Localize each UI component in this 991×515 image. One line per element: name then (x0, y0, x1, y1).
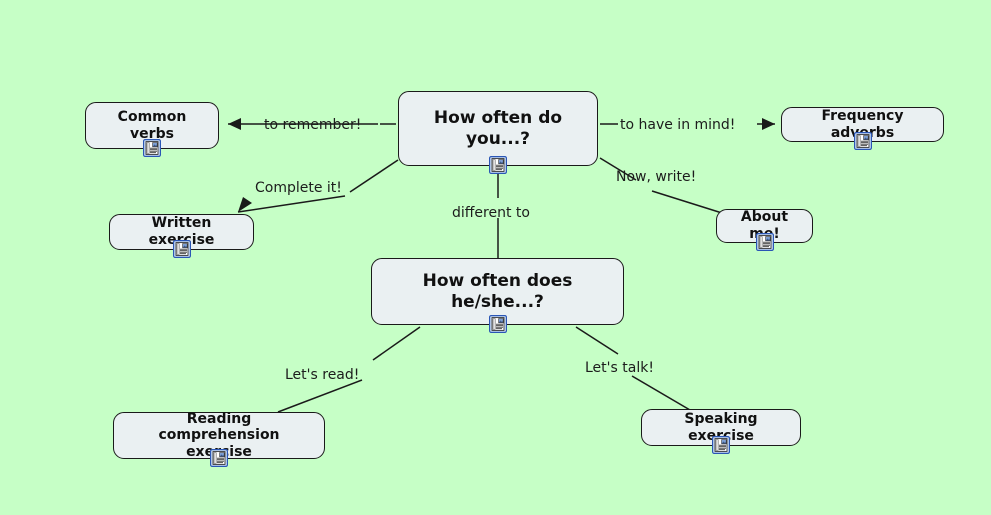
node-frequency-adverbs[interactable]: Frequency adverbs (781, 107, 944, 150)
edge-line (349, 159, 399, 193)
node-label: How often do you...? (433, 108, 563, 149)
edge-line (575, 326, 619, 355)
note-document-icon[interactable] (172, 240, 191, 258)
edge-arrowhead (238, 197, 252, 212)
edge-label-to-remember[interactable]: to remember! (264, 117, 362, 133)
node-label: Speaking exercise (684, 410, 758, 444)
edge-label-now-write[interactable]: Now, write! (616, 169, 697, 185)
edge-label-lets-talk[interactable]: Let's talk! (585, 360, 654, 376)
note-document-icon[interactable] (143, 139, 161, 157)
note-document-icon[interactable] (712, 436, 730, 454)
edge-line (372, 326, 421, 361)
edge-label-to-have-in-mind[interactable]: to have in mind! (620, 117, 736, 133)
node-speaking-exercise[interactable]: Speaking exercise (641, 409, 801, 454)
edge-arrowhead (762, 118, 775, 130)
edge-label-different-to[interactable]: different to (452, 205, 530, 221)
note-document-icon[interactable] (489, 156, 507, 174)
edge-line (651, 190, 723, 214)
node-label: Frequency adverbs (821, 107, 904, 141)
node-reading-comprehension[interactable]: Reading comprehension exercise (113, 410, 325, 467)
note-document-icon[interactable] (755, 233, 774, 251)
edge-line (277, 379, 363, 413)
note-document-icon[interactable] (210, 449, 228, 467)
edge-line (631, 375, 691, 411)
edge-arrowhead (228, 118, 241, 130)
node-how-often-does-heshe[interactable]: How often does he/she...? (371, 258, 624, 333)
note-document-icon[interactable] (853, 132, 872, 150)
node-label: Common verbs (117, 108, 187, 142)
edge-line (237, 195, 346, 213)
edge-label-lets-read[interactable]: Let's read! (285, 367, 360, 383)
edge-line (599, 157, 637, 181)
node-label: Reading comprehension exercise (158, 410, 280, 460)
node-how-often-do-you[interactable]: How often do you...? (398, 91, 598, 174)
edge-arrowheads (228, 118, 775, 212)
edge-lines (228, 123, 775, 413)
edge-label-complete-it[interactable]: Complete it! (255, 180, 342, 196)
node-label: How often does he/she...? (422, 271, 573, 312)
node-written-exercise[interactable]: Written exercise (109, 214, 254, 258)
node-about-me[interactable]: About me! (716, 209, 813, 251)
node-common-verbs[interactable]: Common verbs (85, 102, 219, 157)
node-label: Written exercise (149, 215, 215, 248)
note-document-icon[interactable] (488, 315, 507, 333)
